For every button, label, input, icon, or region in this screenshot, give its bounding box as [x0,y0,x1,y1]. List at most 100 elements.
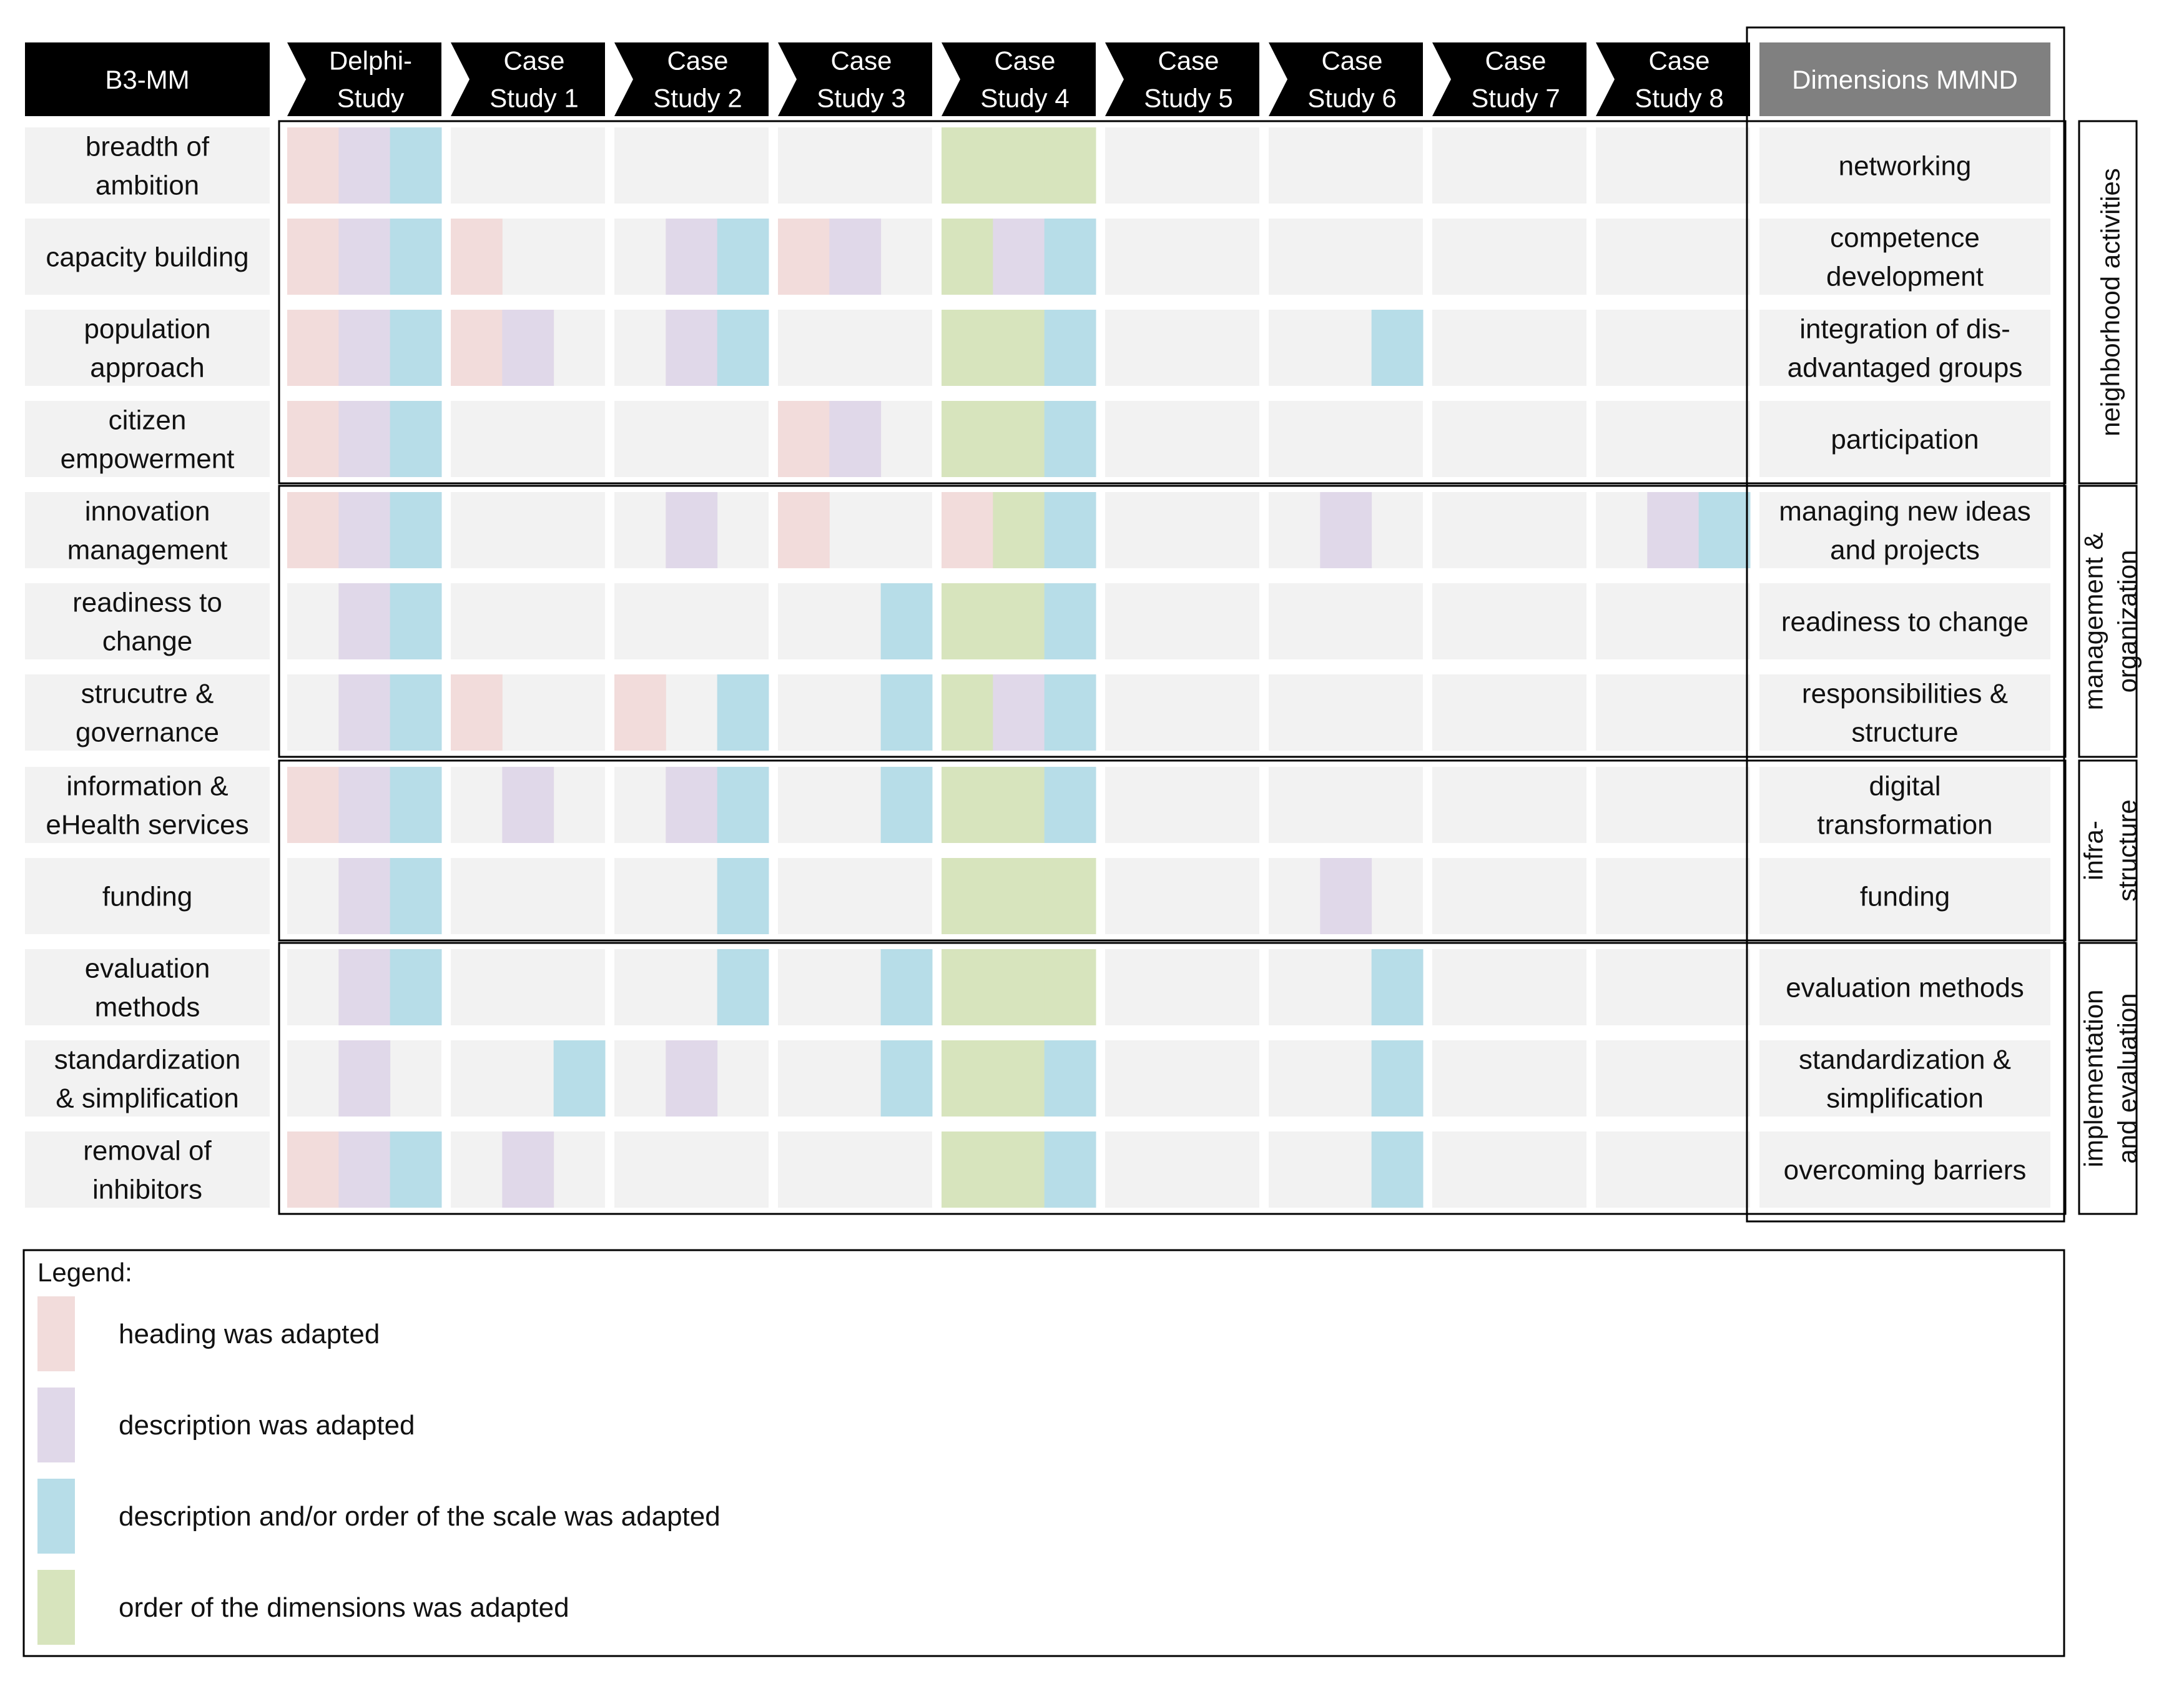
adaptation-mark-d [502,1131,554,1208]
study-cell [1269,674,1423,751]
b3mm-row-label-line: standardization [54,1044,240,1075]
adaptation-mark-h [942,492,993,568]
group-label: neighborhood activities [2096,168,2125,436]
adaptation-mark-s [1044,767,1096,843]
mmnd-row-label: funding [1860,881,1950,912]
mmnd-row-label-line: integration of dis- [1799,313,2010,344]
adaptation-mark-s [880,583,933,659]
adaptation-mark-d [338,674,391,751]
study-cell [1432,127,1586,204]
study-cell [1105,127,1259,204]
b3mm-row-cell [25,583,270,659]
adaptation-mark-h [287,310,339,386]
adaptation-mark-s [880,949,933,1025]
study-cell [1105,583,1259,659]
study-header-chevron [1432,42,1586,116]
adaptation-mark-d [666,767,718,843]
legend-item-label: order of the dimensions was adapted [119,1592,569,1623]
mmnd-row-cell [1759,1040,2050,1117]
b3mm-header-box [25,42,270,116]
adaptation-mark-o [993,127,1045,204]
study-cell [614,583,769,659]
group-label: infra-structure [2079,799,2142,901]
b3mm-row-label-line: evaluation [85,953,210,984]
b3mm-header: B3-MM [105,65,189,94]
mmnd-row-label-line: simplification [1826,1083,1984,1113]
b3mm-row-cell [25,1131,270,1208]
adaptation-mark-s [880,1040,933,1117]
adaptation-mark-o [942,583,993,659]
adaptation-mark-o [942,401,993,477]
adaptation-mark-o [993,310,1045,386]
adaptation-mark-o [993,1131,1045,1208]
legend-item-label: description and/or order of the scale wa… [119,1501,721,1532]
adaptation-mark-h [287,767,339,843]
adaptation-mark-o [942,1131,993,1208]
mmnd-row-label-line: evaluation methods [1786,972,2024,1003]
legend-item-label: heading was adapted [119,1319,380,1349]
study-header-label-line: Study 8 [1635,84,1723,113]
adaptation-mark-h [451,674,503,751]
group-label-line: and evaluation [2113,993,2142,1163]
b3mm-row-cell [25,219,270,295]
adaptation-mark-o [1044,949,1096,1025]
b3mm-row-label-line: inhibitors [92,1174,202,1205]
mmnd-row-label-line: overcoming barriers [1784,1155,2027,1185]
adaptation-mark-d [666,310,718,386]
adaptation-mark-s [1371,949,1424,1025]
group-box [278,120,2067,485]
mmnd-row-cell [1759,219,2050,295]
b3mm-row-label-line: eHealth services [46,809,248,840]
adaptation-mark-h [614,674,666,751]
adaptation-mark-h [778,219,830,295]
adaptation-mark-h [287,401,339,477]
study-cell [614,1131,769,1208]
dimensions-header: Dimensions MMND [1792,65,2018,94]
adaptation-mark-o [942,858,993,934]
adaptation-mark-s [1371,1040,1424,1117]
mmnd-row-label-line: responsibilities & [1802,678,2008,709]
legend-swatch-s [37,1479,75,1554]
study-cell [1432,858,1586,934]
study-header-label-line: Study 7 [1471,84,1560,113]
mmnd-row-label: overcoming barriers [1784,1155,2027,1185]
adaptation-mark-s [1044,219,1096,295]
study-header-chevron [942,42,1096,116]
study-header-label-line: Case [503,46,564,76]
b3mm-row-cell [25,492,270,568]
group-label-box [2078,759,2138,942]
adaptation-mark-h [287,127,339,204]
adaptation-mark-s [1044,492,1096,568]
study-cell [1596,583,1750,659]
legend-box [22,1249,2065,1657]
study-cell [1596,674,1750,751]
legend-swatch-h [37,1296,75,1371]
mmnd-row-cell [1759,949,2050,1025]
study-cell [1432,674,1586,751]
adaptation-mark-s [1044,401,1096,477]
study-cell [1105,767,1259,843]
adaptation-mark-s [1044,1040,1096,1117]
adaptation-mark-s [390,310,442,386]
study-header-label-line: Case [667,46,728,76]
study-cell [1269,127,1423,204]
mmnd-row-label: participation [1831,424,1979,455]
mmnd-row-label: standardization &simplification [1799,1044,2011,1113]
adaptation-mark-s [1044,310,1096,386]
study-header-label-line: Case [1648,46,1709,76]
study-cell [1105,310,1259,386]
study-cell [1105,949,1259,1025]
study-header-label-line: Delphi- [329,46,412,76]
adaptation-mark-d [502,767,554,843]
adaptation-mark-s [1371,1131,1424,1208]
study-header-chevron [287,42,441,116]
adaptation-mark-d [338,767,391,843]
adaptation-mark-h [778,492,830,568]
b3mm-row-label-line: governance [76,717,219,747]
